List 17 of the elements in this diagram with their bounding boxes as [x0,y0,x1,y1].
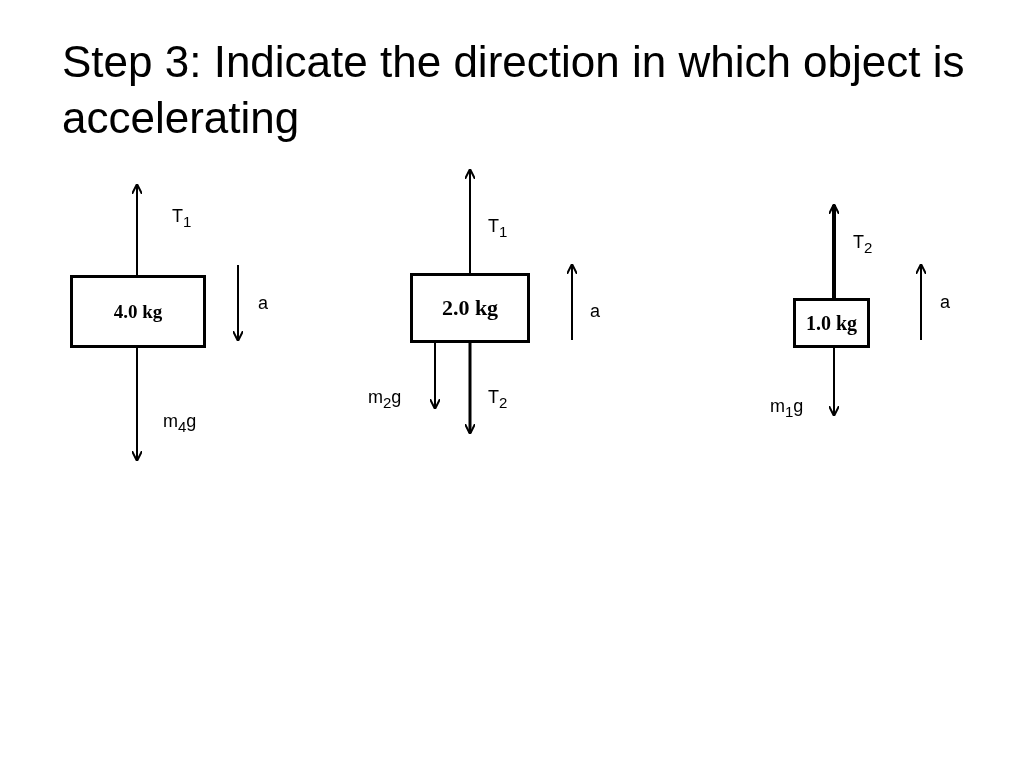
force-label: T$_{1}$ [172,206,192,230]
mass-block [70,275,206,348]
mass-label: 4.0 kg [113,300,163,323]
mass-block [793,298,870,348]
force-label: m$_{4}$g [163,411,197,435]
force-label: m$_{2}$g [368,387,402,411]
slide-title: Step 3: Indicate the direction in which object is accelerating [62,36,966,144]
force-label: T$_{1}$ [488,216,508,240]
force-label: T$_{2}$ [853,232,873,256]
acceleration-label: a [258,293,268,314]
acceleration-label: a [940,292,950,313]
mass-label: 1.0 kg [805,311,858,335]
mass-label: 2.0 kg [441,295,499,321]
force-label: T$_{2}$ [488,387,508,411]
force-label: m$_{1}$g [770,396,804,420]
mass-block [410,273,530,343]
acceleration-label: a [590,301,600,322]
